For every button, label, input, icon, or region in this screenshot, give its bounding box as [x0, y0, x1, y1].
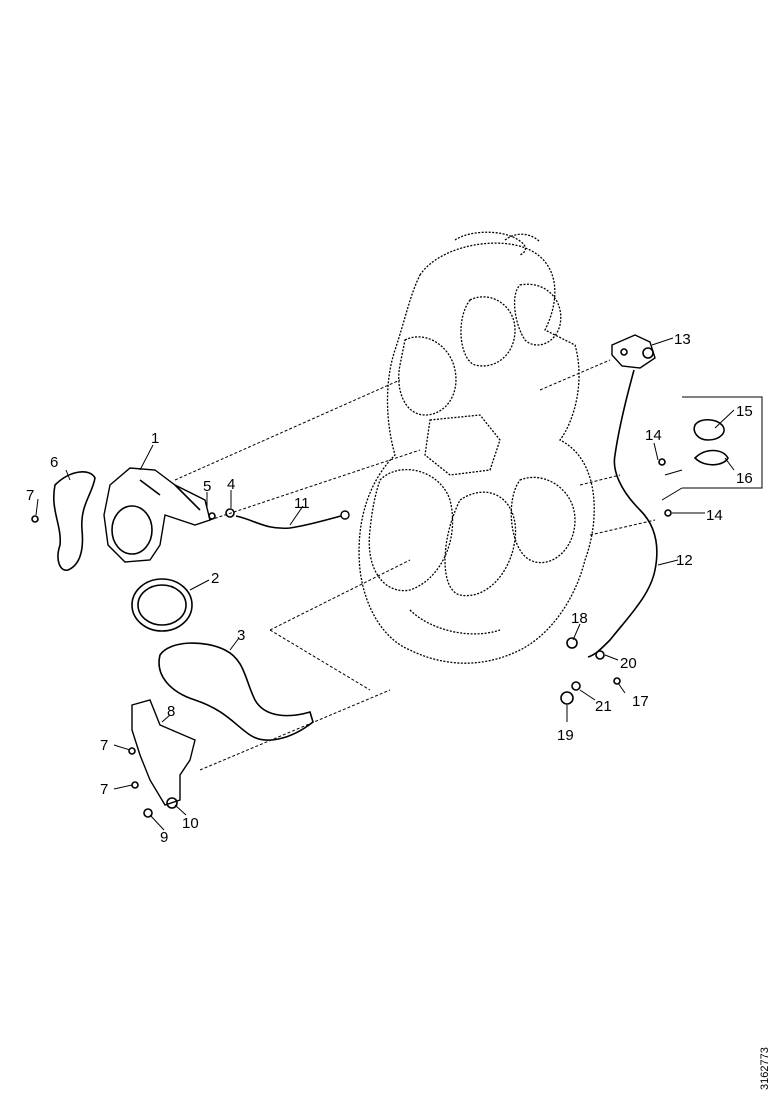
figure-reference-code: 3162773	[759, 1047, 771, 1090]
sensor-13	[611, 334, 656, 369]
gasket-3	[158, 642, 314, 741]
engine-block	[358, 231, 595, 664]
callout-labels: 1 2 3 4 5 6 7 7 7 8 9 10 11 12 13 14 14 …	[26, 331, 753, 846]
callout-7b: 7	[100, 737, 108, 754]
callout-5: 5	[203, 478, 211, 495]
callout-2: 2	[211, 570, 219, 587]
callout-7a: 7	[26, 487, 34, 504]
callout-16: 16	[736, 470, 753, 487]
callout-7c: 7	[100, 781, 108, 798]
callout-20: 20	[620, 655, 637, 672]
callout-21: 21	[595, 698, 612, 715]
hose-11	[235, 514, 346, 530]
fasteners	[31, 458, 672, 818]
callout-1: 1	[151, 430, 159, 447]
bracket-8	[131, 699, 196, 806]
bracket-1	[103, 467, 211, 563]
callout-17: 17	[632, 693, 649, 710]
callout-9: 9	[160, 829, 168, 846]
callout-15: 15	[736, 403, 753, 420]
seal-ring-2	[131, 578, 193, 632]
callout-10: 10	[182, 815, 199, 832]
callout-14b: 14	[706, 507, 723, 524]
callout-11: 11	[294, 495, 310, 512]
callout-6: 6	[50, 454, 58, 471]
callout-4: 4	[227, 476, 235, 493]
callout-8: 8	[167, 703, 175, 720]
lifting-eye-6	[53, 471, 96, 571]
detail-inset-15-16	[661, 396, 763, 501]
callout-13: 13	[674, 331, 691, 348]
leader-lines	[35, 337, 735, 831]
callout-3: 3	[237, 627, 245, 644]
callout-19: 19	[557, 727, 574, 744]
callout-14a: 14	[645, 427, 662, 444]
pipe-12	[587, 369, 658, 658]
callout-12: 12	[676, 552, 693, 569]
callout-18: 18	[571, 610, 588, 627]
